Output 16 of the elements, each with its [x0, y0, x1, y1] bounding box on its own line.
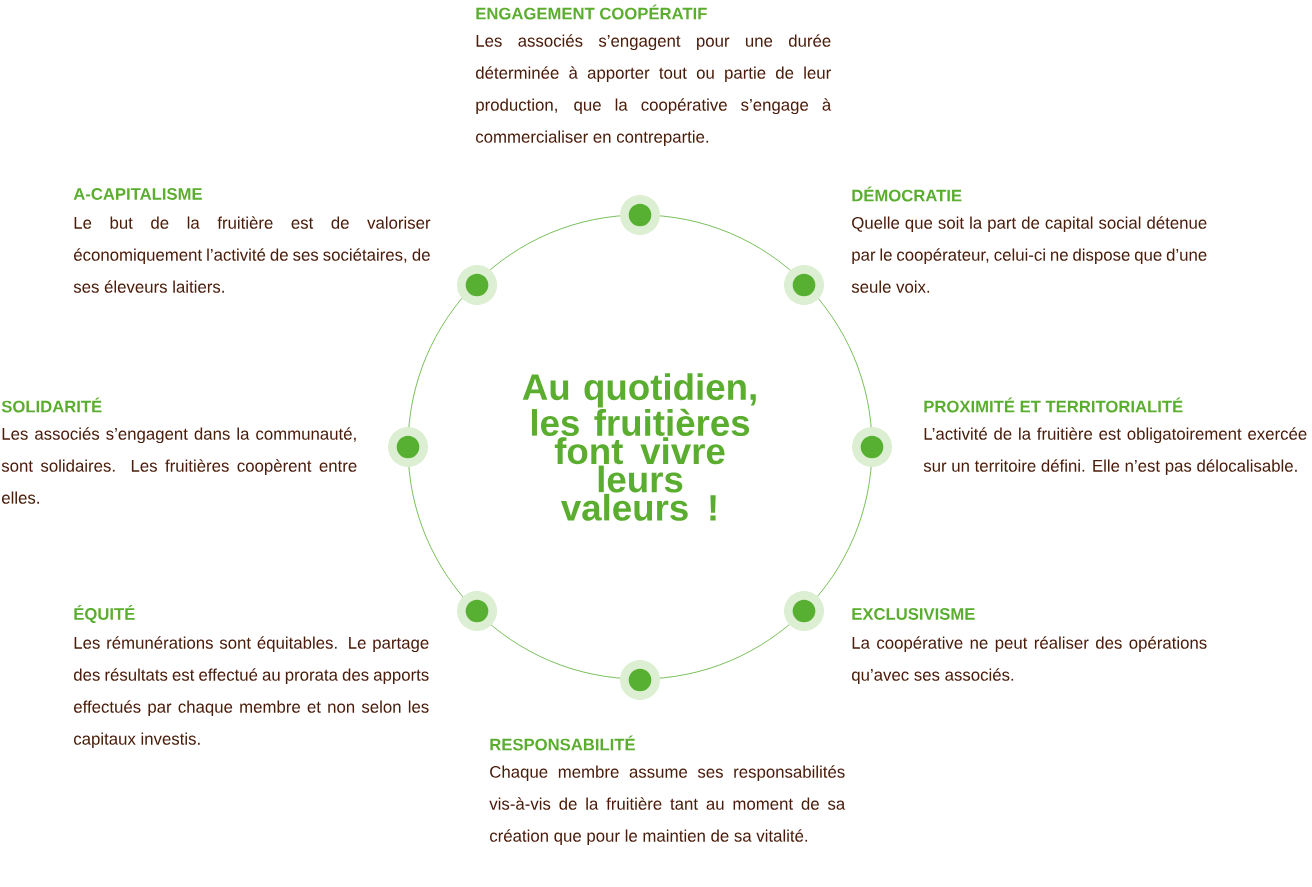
description-text: Le but de la fruitière est de valoriser économiquement l’activité de ses sociétaires, de ses éleveurs laitiers.: [73, 216, 431, 293]
description-text: Les associés s’engagent dans la communauté, sont solidaires. Les fruitières coopèrent entre elles.: [1, 427, 357, 504]
description-text: Chaque membre assume ses responsabilités vis-à-vis de la fruitière tant au moment de sa création que pour le maintien de sa vitalité.: [489, 765, 846, 846]
section-heading: A-CAPITALISME: [73, 188, 202, 200]
section-heading: SOLIDARITÉ: [1, 397, 102, 413]
section-heading: DÉMOCRATIE: [852, 186, 962, 202]
section-heading: PROXIMITÉ ET TERRITORIALITÉ: [924, 397, 1183, 413]
section-heading: RESPONSABILITÉ: [490, 735, 635, 751]
description-text: La coopérative ne peut réaliser des opérations qu’avec ses associés.: [852, 636, 1207, 685]
description-text: Les rémunérations sont équitables. Le partage des résultats est effectué au prorata des apports effectués par chaque membre et non selon les capitaux investis.: [74, 636, 429, 749]
description-text: Quelle que soit la part de capital social détenue par le coopérateur, celui-ci ne dispose que d’une seule voix.: [851, 216, 1207, 293]
section-heading: EXCLUSIVISME: [852, 608, 975, 620]
section-heading: ENGAGEMENT COOPÉRATIF: [476, 4, 707, 20]
description-text: Les associés s’engagent pour une durée déterminée à apporter tout ou partie de leur production, que la coopérative s’engage à commercialiser en contrepartie.: [476, 34, 832, 147]
description-text: L’activité de la fruitière est obligatoirement exercée sur un territoire défini. Elle n’est pas délocalisable.: [923, 427, 1307, 476]
section-heading: ÉQUITÉ: [74, 605, 135, 623]
